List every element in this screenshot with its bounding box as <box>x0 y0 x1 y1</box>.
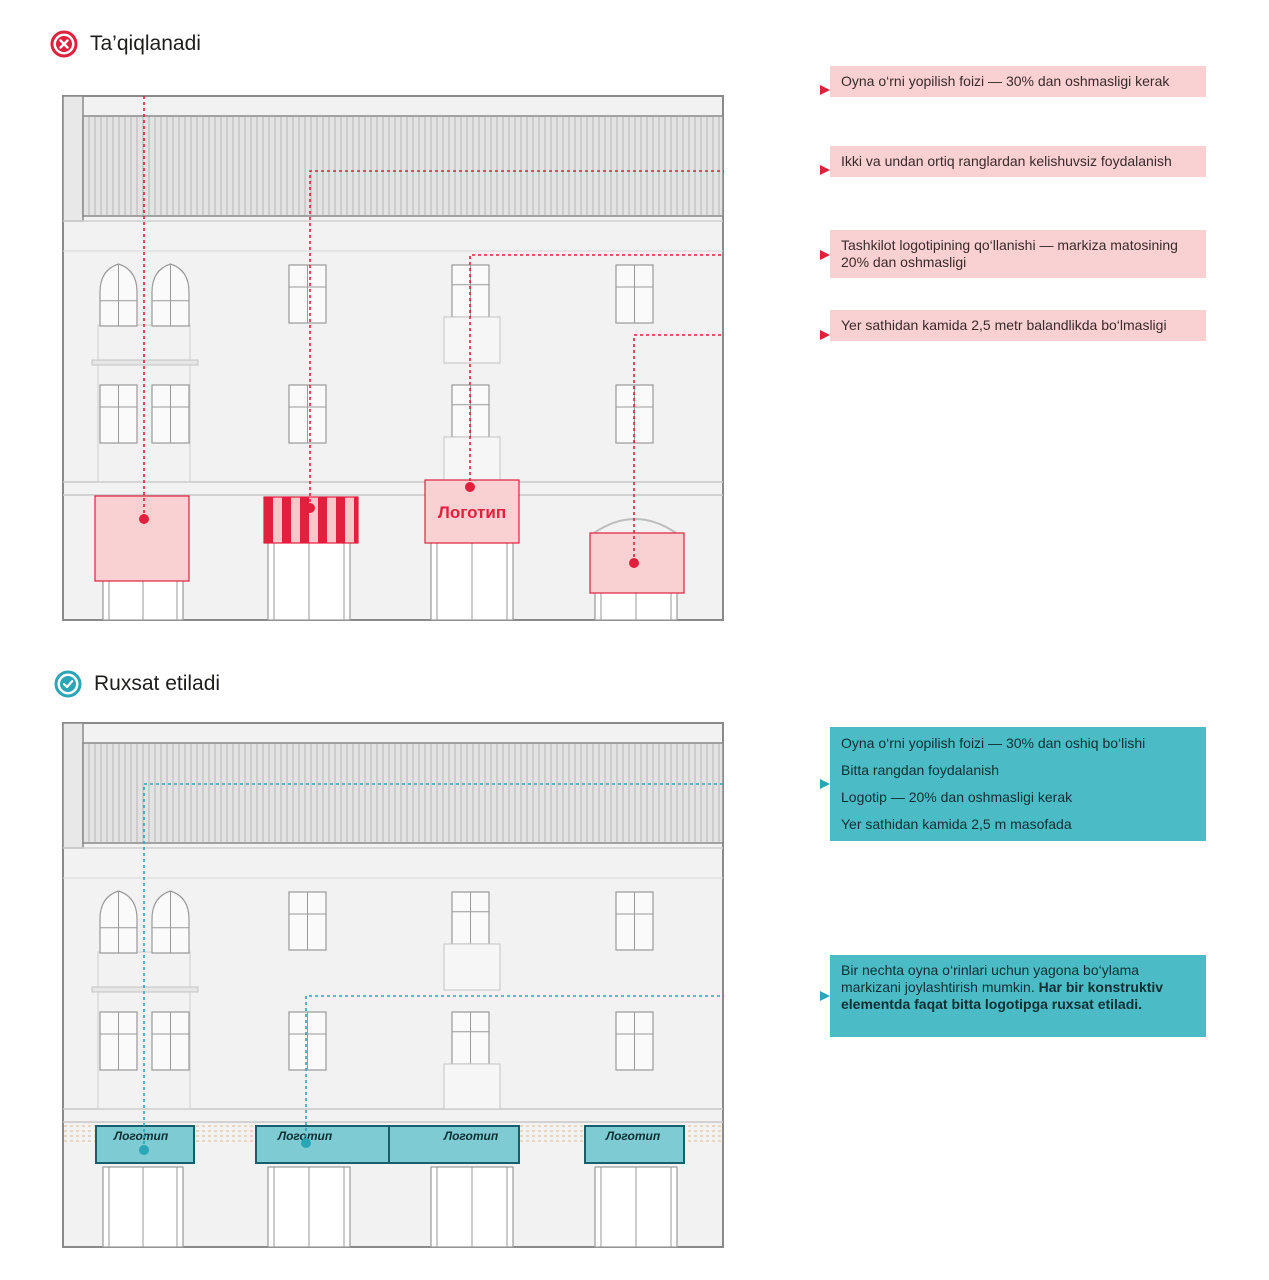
roof <box>82 115 724 217</box>
allowed-section-title: Ruxsat etiladi <box>54 670 220 698</box>
teal-sign-4: Логотип <box>584 1125 685 1164</box>
leader-line-2 <box>309 170 724 508</box>
leader-line-4 <box>633 334 724 563</box>
arrow-icon <box>820 779 830 789</box>
balcony <box>443 316 501 364</box>
allowed-arrowheads <box>820 779 830 1001</box>
signboard-covering-window <box>94 495 190 582</box>
oversized-logo-text: Логотип <box>438 503 506 522</box>
sign-logo-text: Логотип <box>277 1129 333 1143</box>
sign-logo-text: Логотип <box>113 1129 169 1143</box>
teal-sign-long: Логотип Логотип <box>255 1125 520 1164</box>
marker-dot <box>301 1138 311 1148</box>
forbidden-callout-4: Yer sathidan kamida 2,5 metr balandlikda… <box>830 310 1206 341</box>
forbidden-title-text: Ta’qiqlanadi <box>90 32 201 55</box>
forbidden-overlay: Логотип <box>94 95 724 594</box>
allowed-callout-line: Bitta rangdan foydalanish <box>841 762 999 778</box>
low-signboard <box>589 518 685 594</box>
building-facade-allowed: Логотип Логотип Логотип Логотип <box>62 722 724 1248</box>
balcony <box>443 1063 501 1110</box>
leader-line-3 <box>469 254 724 487</box>
windows <box>91 890 678 1248</box>
leader-line-teal-1 <box>143 783 724 1150</box>
forbidden-arrowheads <box>820 85 830 340</box>
arrow-icon <box>820 991 830 1001</box>
check-circle-icon <box>54 670 82 698</box>
marker-dot <box>305 503 315 513</box>
building-facade-forbidden: Логотип <box>62 95 724 621</box>
arrow-icon <box>820 85 830 95</box>
allowed-overlay: Логотип Логотип Логотип Логотип <box>64 783 724 1164</box>
arrow-icon <box>820 250 830 260</box>
roof-seams <box>88 117 720 215</box>
balcony <box>443 943 501 991</box>
forbidden-callout-1: Oyna o‘rni yopilish foizi — 30% dan oshm… <box>830 66 1206 97</box>
roof <box>82 742 724 844</box>
allowed-callout-line: Yer sathidan kamida 2,5 m masofada <box>841 816 1072 832</box>
forbidden-section-title: Ta’qiqlanadi <box>50 30 201 58</box>
marker-dot <box>139 1145 149 1155</box>
leader-line-1 <box>143 95 145 519</box>
sign-logo-text: Логотип <box>605 1129 661 1143</box>
allowed-callout-line: Logotip — 20% dan oshmasligi kerak <box>841 789 1073 805</box>
roof-seams <box>88 744 720 842</box>
leader-line-teal-2 <box>305 995 724 1143</box>
balcony <box>443 436 501 483</box>
allowed-title-text: Ruxsat etiladi <box>94 672 221 695</box>
forbidden-callout-3: Tashkilot logotipining qo‘llanishi — mar… <box>830 230 1206 278</box>
sign-logo-text: Логотип <box>443 1129 499 1143</box>
arrow-icon <box>820 165 830 175</box>
marker-dot <box>629 558 639 568</box>
x-circle-icon <box>50 30 78 58</box>
allowed-callout-line: Oyna o‘rni yopilish foizi — 30% dan oshi… <box>841 735 1146 751</box>
allowed-callout-2: Bir nechta oyna o‘rinlari uchun yagona b… <box>830 955 1206 1037</box>
allowed-callout2-normal: Bir nechta oyna o‘rinlari uchun yagona b… <box>841 962 1140 995</box>
forbidden-callout-2: Ikki va undan ortiq ranglardan kelishuvs… <box>830 146 1206 177</box>
teal-sign-1: Логотип <box>95 1125 195 1164</box>
marker-dot <box>465 482 475 492</box>
marker-dot <box>139 514 149 524</box>
arrow-icon <box>820 330 830 340</box>
allowed-callout-1: Oyna o‘rni yopilish foizi — 30% dan oshi… <box>830 727 1206 841</box>
allowed-callout2-bold: Har bir konstruktiv elementda faqat bitt… <box>841 979 1164 1012</box>
